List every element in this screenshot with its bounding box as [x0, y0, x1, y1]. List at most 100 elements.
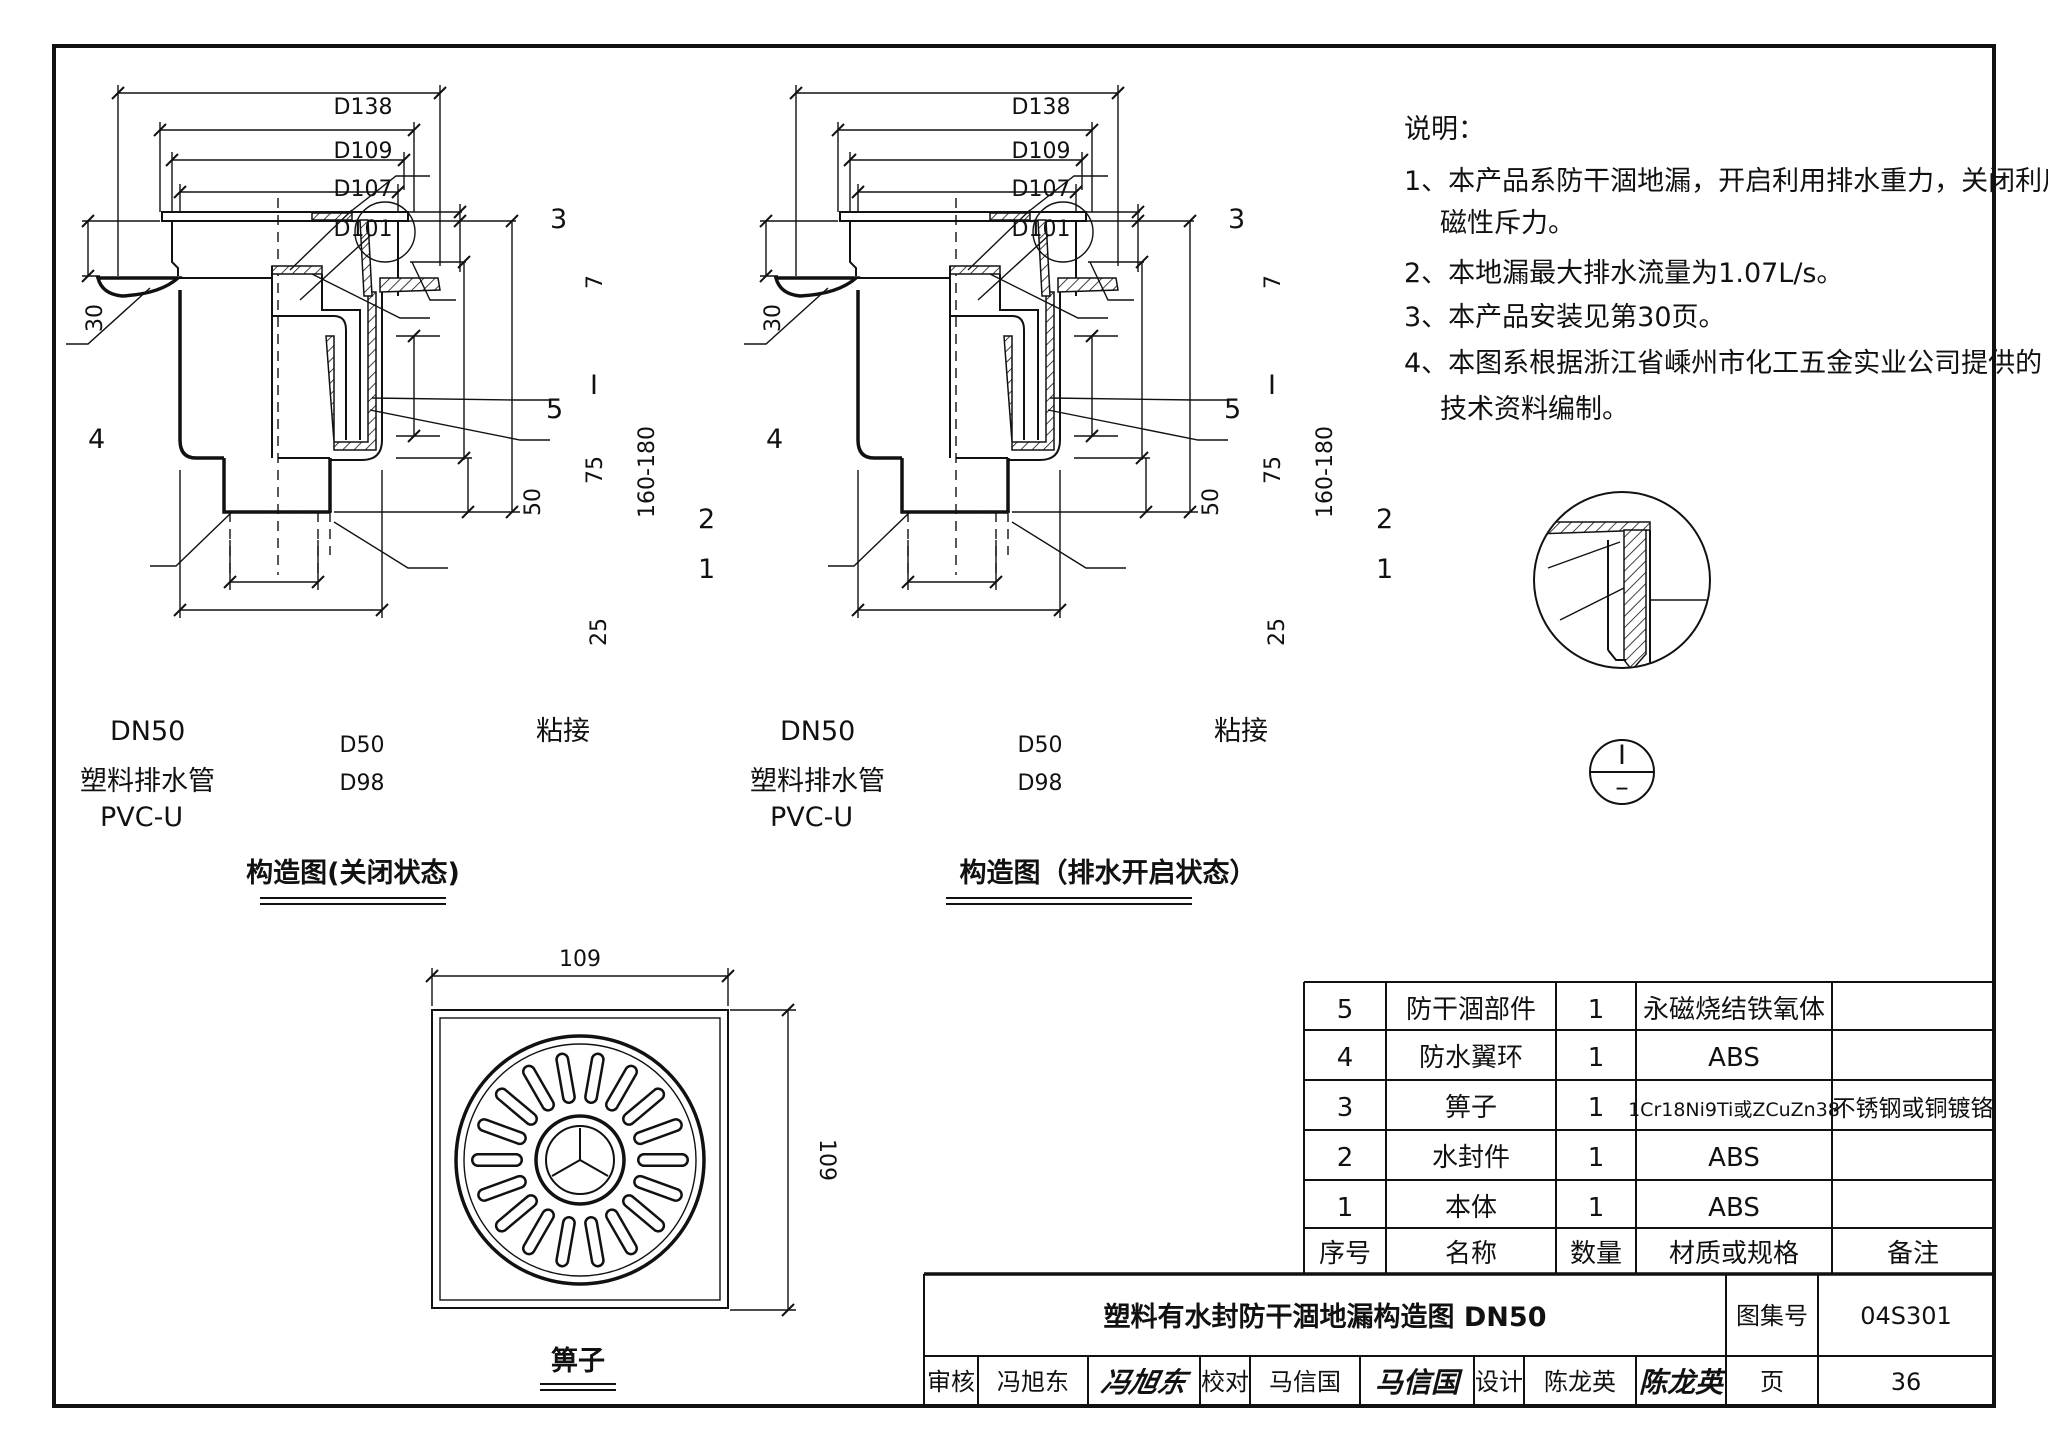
- dim-grate-width: 109: [559, 947, 601, 972]
- cell-name: 防干涸部件: [1406, 995, 1536, 1025]
- cell-qty: 1: [1588, 995, 1605, 1025]
- page-label: 页: [1760, 1368, 1784, 1396]
- dim-d98: D98: [340, 771, 385, 796]
- section-open: D138 D109 D107 D101 30 7 75 50 25 160-18…: [742, 83, 1393, 905]
- label-bond: 粘接: [1214, 716, 1268, 747]
- caption-open: 构造图（排水开启状态）: [960, 858, 1257, 889]
- cell-material: 1Cr18Ni9Ti或ZCuZn38: [1628, 1099, 1840, 1121]
- grate-slots: [471, 1052, 689, 1268]
- header-remark: 备注: [1887, 1239, 1939, 1269]
- checker-signature: 马信国: [1375, 1366, 1463, 1399]
- cell-no: 2: [1337, 1143, 1354, 1173]
- dim-d138: D138: [1012, 95, 1071, 120]
- cell-no: 5: [1337, 995, 1354, 1025]
- check-label: 校对: [1201, 1368, 1249, 1396]
- design-label: 设计: [1475, 1368, 1523, 1396]
- dim-d50: D50: [340, 733, 385, 758]
- drawing-title: 塑料有水封防干涸地漏构造图 DN50: [1104, 1302, 1547, 1333]
- grate-slot-inner: [479, 1177, 525, 1200]
- grate-slot-inner: [479, 1120, 525, 1143]
- cell-qty: 1: [1588, 1193, 1605, 1223]
- grate-slot-inner: [497, 1089, 536, 1124]
- cell-material: ABS: [1708, 1143, 1760, 1173]
- callout-3: 3: [1228, 204, 1245, 235]
- label-pipe-name: 塑料排水管: [80, 766, 215, 797]
- dim-d107: D107: [1012, 177, 1071, 202]
- cell-qty: 1: [1588, 1093, 1605, 1123]
- dim-25: 25: [587, 618, 612, 646]
- detail-symbol-top: I: [1618, 740, 1626, 771]
- cell-qty: 1: [1588, 1043, 1605, 1073]
- title-block: 塑料有水封防干涸地漏构造图 DN50 图集号 04S301 审核 冯旭东 冯旭东…: [923, 1274, 1994, 1406]
- dim-d138: D138: [334, 95, 393, 120]
- label-pipe-type: PVC-U: [100, 802, 183, 833]
- callout-3: 3: [550, 204, 567, 235]
- dim-d101: D101: [1012, 217, 1071, 242]
- designer-name: 陈龙英: [1544, 1368, 1616, 1396]
- checker-name: 马信国: [1269, 1368, 1341, 1396]
- review-label: 审核: [927, 1368, 975, 1396]
- atlas-label: 图集号: [1736, 1302, 1808, 1330]
- callout-5: 5: [1224, 394, 1241, 425]
- grate-slot-inner: [557, 1055, 574, 1102]
- dim-30: 30: [83, 304, 108, 332]
- dim-d50: D50: [1018, 733, 1063, 758]
- notes-heading: 说明：: [1404, 114, 1485, 145]
- dim-d109: D109: [334, 139, 393, 164]
- callout-1: 1: [698, 554, 715, 585]
- cell-no: 1: [1337, 1193, 1354, 1223]
- callout-2: 2: [698, 504, 715, 535]
- cell-no: 3: [1337, 1093, 1354, 1123]
- cell-material: ABS: [1708, 1043, 1760, 1073]
- dim-50: 50: [1199, 488, 1224, 516]
- note-1-cont: 磁性斥力。: [1440, 208, 1575, 239]
- callout-1: 1: [1376, 554, 1393, 585]
- dim-30: 30: [761, 304, 786, 332]
- cell-remark: 不锈钢或铜镀铬: [1833, 1096, 1994, 1122]
- grate-slot-inner: [635, 1177, 681, 1200]
- grate-slot-inner: [524, 1067, 553, 1110]
- note-2: 2、本地漏最大排水流量为1.07L/s。: [1404, 258, 1844, 289]
- grate-slot-inner: [557, 1218, 574, 1265]
- label-pipe-type: PVC-U: [770, 802, 853, 833]
- dim-160-180: 160-180: [635, 426, 660, 518]
- dim-d101: D101: [334, 217, 393, 242]
- dim-160-180: 160-180: [1313, 426, 1338, 518]
- designer-signature: 陈龙英: [1639, 1366, 1727, 1399]
- callout-detail-I: I: [1268, 370, 1276, 401]
- cell-material: ABS: [1708, 1193, 1760, 1223]
- dim-grate-height: 109: [814, 1139, 839, 1181]
- callout-5: 5: [546, 394, 563, 425]
- note-1: 1、本产品系防干涸地漏，开启利用排水重力，关闭利用: [1404, 166, 2048, 197]
- grate-slot-inner: [497, 1196, 536, 1231]
- grate-slot-inner: [607, 1067, 636, 1110]
- reviewer-name: 冯旭东: [997, 1368, 1069, 1396]
- cell-name: 水封件: [1432, 1143, 1510, 1173]
- notes: 说明： 1、本产品系防干涸地漏，开启利用排水重力，关闭利用 磁性斥力。 2、本地…: [1404, 114, 2048, 425]
- grate-slot-inner: [524, 1210, 553, 1253]
- dim-25: 25: [1265, 618, 1290, 646]
- callout-2: 2: [1376, 504, 1393, 535]
- callout-4: 4: [766, 424, 783, 455]
- cell-name: 本体: [1445, 1193, 1497, 1223]
- grate-slot-inner: [586, 1055, 603, 1102]
- detail-symbol-bottom: –: [1615, 772, 1629, 803]
- label-pipe-dn: DN50: [110, 716, 185, 747]
- grate-plan: 109 109 箅子: [425, 947, 839, 1391]
- reviewer-signature: 冯旭东: [1099, 1366, 1194, 1399]
- dim-d98: D98: [1018, 771, 1063, 796]
- grate-slot-inner: [635, 1120, 681, 1143]
- label-bond: 粘接: [536, 716, 590, 747]
- dim-50: 50: [521, 488, 546, 516]
- caption-grate: 箅子: [551, 1345, 605, 1377]
- dim-75: 75: [1261, 456, 1286, 484]
- cell-qty: 1: [1588, 1143, 1605, 1173]
- note-4: 4、本图系根据浙江省嵊州市化工五金实业公司提供的: [1404, 348, 2042, 379]
- caption-closed: 构造图(关闭状态): [246, 858, 460, 889]
- detail-I: I –: [1533, 491, 1711, 805]
- dim-7: 7: [583, 275, 608, 289]
- header-material: 材质或规格: [1669, 1239, 1799, 1269]
- page-number: 36: [1891, 1368, 1922, 1396]
